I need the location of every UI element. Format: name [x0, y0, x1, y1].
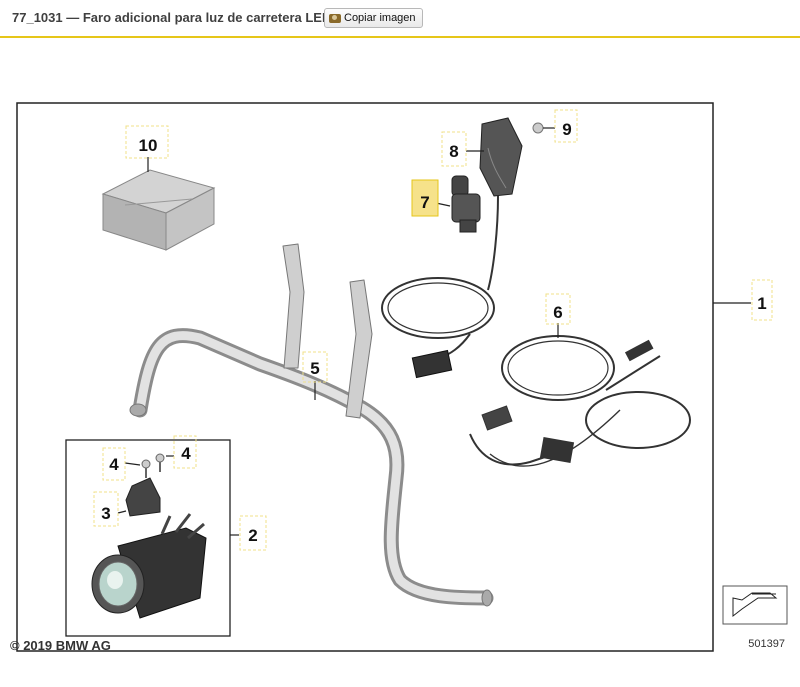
- part-2-headlight: [91, 513, 207, 619]
- part-10-box: [101, 169, 216, 251]
- part-8-switch: [381, 117, 523, 379]
- copy-image-button[interactable]: Copiar imagen: [324, 8, 423, 28]
- callout-4a-label: 4: [109, 455, 119, 474]
- page-title: 77_1031 — Faro adicional para luz de car…: [12, 10, 332, 25]
- callout-2: 2: [239, 515, 267, 551]
- part-9-screw: [532, 122, 544, 134]
- callout-8-label: 8: [449, 142, 458, 161]
- callout-3: 3: [93, 491, 119, 527]
- part-4-bolts: [141, 453, 165, 478]
- copyright: © 2019 BMW AG: [10, 638, 111, 653]
- callout-7: 7: [411, 179, 439, 217]
- part-7-socket: [451, 175, 481, 233]
- diagram-number: 501397: [748, 638, 785, 650]
- callout-5-label: 5: [310, 359, 319, 378]
- camera-icon: [329, 13, 341, 23]
- callout-10-label: 10: [139, 136, 158, 155]
- callout-4a: 4: [102, 447, 126, 481]
- headlight-group-frame: [65, 439, 231, 637]
- callout-4b-label: 4: [181, 444, 191, 463]
- callout-6-label: 6: [553, 303, 562, 322]
- parts-diagram: 1 2 3 4 4 5 6 7 8 9 10: [10, 102, 788, 653]
- callout-2-label: 2: [248, 526, 257, 545]
- diagram-frame: [16, 102, 714, 652]
- callout-5: 5: [302, 351, 328, 383]
- callout-9-label: 9: [562, 120, 571, 139]
- callout-1: 1: [751, 279, 773, 321]
- part-5-bracket: [129, 243, 494, 607]
- copy-image-label: Copiar imagen: [344, 12, 416, 24]
- orientation-arrow-icon: [722, 585, 788, 625]
- callout-10: 10: [125, 125, 169, 159]
- callout-6: 6: [545, 293, 571, 325]
- callout-4b: 4: [173, 435, 197, 469]
- callout-9: 9: [554, 109, 578, 143]
- callout-1-label: 1: [757, 294, 766, 313]
- part-3-mount: [125, 477, 161, 517]
- callout-8: 8: [441, 131, 467, 167]
- callout-3-label: 3: [101, 504, 110, 523]
- part-6-harness: [469, 335, 691, 467]
- callout-7-label: 7: [420, 193, 429, 212]
- header-bar: 77_1031 — Faro adicional para luz de car…: [0, 0, 800, 38]
